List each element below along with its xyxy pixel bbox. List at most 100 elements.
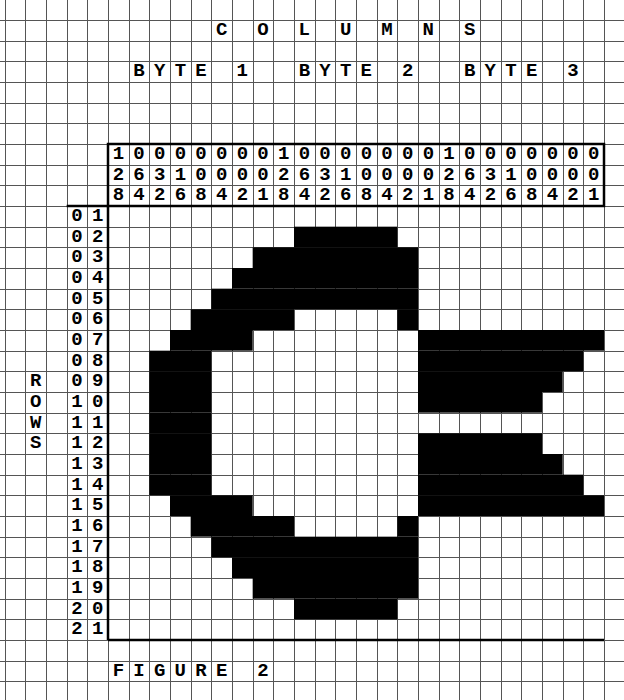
grid-line (0, 103, 624, 104)
filled-cell (211, 289, 418, 310)
grid-label: 001 (422, 144, 434, 206)
filled-cell (294, 599, 397, 620)
filled-cell (191, 516, 294, 537)
filled-cell (149, 392, 211, 413)
grid-label: 18 (71, 557, 112, 578)
filled-cell (418, 454, 563, 475)
filled-cell (253, 247, 418, 268)
grid-label: 08 (71, 351, 112, 372)
grid-label: 11 (71, 413, 112, 434)
grid-label: 002 (567, 144, 579, 206)
grid-label: 03 (71, 247, 112, 268)
header-frame (108, 144, 604, 206)
filled-cell (170, 330, 253, 351)
filled-cell (170, 495, 253, 516)
grid-label: BYTE 3 (464, 61, 588, 82)
grid-label: 064 (298, 144, 310, 206)
grid-label: 15 (71, 495, 112, 516)
filled-cell (149, 433, 211, 454)
grid-label: 032 (153, 144, 165, 206)
grid-label: BYTE 2 (299, 61, 423, 82)
grid-line (67, 0, 68, 700)
filled-cell (397, 516, 418, 537)
grid-label: 14 (71, 475, 112, 496)
grid-label: 16 (71, 516, 112, 537)
grid-label: 001 (587, 144, 599, 206)
sprite-image (149, 227, 604, 620)
filled-cell (294, 227, 397, 248)
grid-label: 13 (71, 454, 112, 475)
grid-label: 20 (71, 599, 112, 620)
grid-line (129, 0, 130, 700)
grid-label: ROWS (29, 371, 41, 454)
grid-label: 01 (71, 206, 112, 227)
filled-cell (418, 371, 563, 392)
grid-line (0, 123, 624, 124)
grid-label: 004 (381, 144, 393, 206)
grid-line (25, 0, 26, 700)
grid-line (0, 82, 624, 83)
grid-label: 05 (71, 289, 112, 310)
grid-label: COLUMNS (216, 20, 505, 41)
filled-cell (149, 475, 211, 496)
grid-label: 12 (71, 433, 112, 454)
filled-cell (418, 330, 604, 351)
grid-label: 016 (339, 144, 351, 206)
grid-label: 008 (525, 144, 537, 206)
filled-cell (232, 268, 418, 289)
grid-label: 002 (401, 144, 413, 206)
grid-label: 004 (546, 144, 558, 206)
filled-cell (191, 309, 294, 330)
filled-cell (418, 475, 583, 496)
grid-line (46, 0, 47, 700)
grid-label: 008 (195, 144, 207, 206)
grid-label: 02 (71, 227, 112, 248)
grid-label: 064 (463, 144, 475, 206)
grid-label: 128 (277, 144, 289, 206)
grid-label: 10 (71, 392, 112, 413)
grid-label: 17 (71, 537, 112, 558)
grid-label: 001 (257, 144, 269, 206)
grid-frame (67, 144, 604, 640)
grid-label: 04 (71, 268, 112, 289)
grid-label: 128 (443, 144, 455, 206)
grid-line (0, 41, 624, 42)
filled-cell (211, 537, 418, 558)
grid-label: 032 (484, 144, 496, 206)
filled-cell (149, 351, 211, 372)
filled-cell (418, 495, 604, 516)
filled-cell (418, 433, 542, 454)
grid-label: BYTE 1 (133, 61, 257, 82)
grid-label: 128 (112, 144, 124, 206)
filled-cell (418, 351, 583, 372)
grid-label: 06 (71, 309, 112, 330)
frame-line (108, 639, 604, 642)
filled-cell (149, 413, 211, 434)
grid-line (0, 640, 624, 641)
grid-label: 07 (71, 330, 112, 351)
grid-label: 002 (236, 144, 248, 206)
grid-label: 016 (505, 144, 517, 206)
grid-label: 21 (71, 619, 112, 640)
filled-cell (253, 578, 418, 599)
grid-line (5, 0, 6, 700)
grid-line (0, 661, 624, 662)
grid-label: 19 (71, 578, 112, 599)
grid-label: 032 (319, 144, 331, 206)
grid-lines (0, 21, 624, 682)
grid-label: 008 (360, 144, 372, 206)
figure-caption: FIGURE 2 (113, 661, 278, 682)
filled-cell (149, 454, 211, 475)
filled-cell (397, 309, 418, 330)
grid-line (149, 0, 150, 700)
grid-label: 09 (71, 371, 112, 392)
filled-cell (149, 371, 211, 392)
grid-label: 064 (133, 144, 145, 206)
grid-label: 016 (174, 144, 186, 206)
grid-line (0, 681, 624, 682)
grid-line (604, 0, 605, 700)
filled-cell (232, 557, 418, 578)
grid-label: 004 (215, 144, 227, 206)
